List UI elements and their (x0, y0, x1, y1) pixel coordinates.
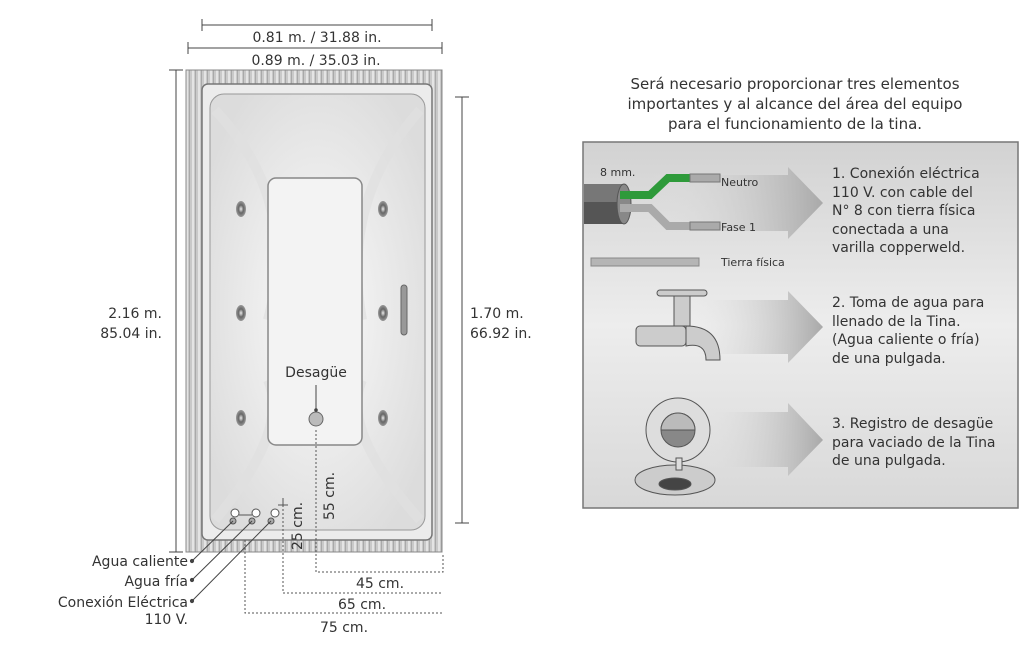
inner-length-dimension (455, 96, 469, 524)
arrows (650, 167, 823, 476)
panel-title-line: para el funcionamiento de la tina. (667, 115, 923, 133)
outer-width-label: 0.89 m. / 35.03 in. (251, 53, 380, 69)
cold-water-label: Agua fría (124, 574, 188, 590)
step-text: varilla copperweld. (832, 240, 966, 256)
step-text: (Agua caliente o fría) (832, 332, 980, 348)
dist-65-label: 65 cm. (338, 597, 386, 613)
step-text: 1. Conexión eléctrica (832, 166, 980, 182)
step-text: 3. Registro de desagüe (832, 416, 994, 432)
step-electrical: 1. Conexión eléctrica 110 V. con cable d… (832, 165, 980, 258)
jet-icon (236, 410, 246, 426)
panel-title: Será necesario proporcionar tres element… (590, 74, 1000, 134)
neutral-label: Neutro (721, 176, 759, 189)
drain-icon (308, 411, 324, 427)
drain-label: Desagüe (285, 365, 347, 381)
hot-water-label: Agua caliente (92, 554, 188, 570)
cable-icon (584, 173, 721, 267)
headrest-panel (267, 177, 363, 446)
ground-wire-icon (590, 257, 700, 267)
jet-icon (378, 201, 388, 217)
step-text: llenado de la Tina. (832, 313, 961, 330)
outer-width-dimension (187, 42, 443, 54)
step-text: N° 8 con tierra física (832, 203, 976, 219)
step-text: para vaciado de la Tina (832, 434, 996, 451)
outer-length-dimension (169, 69, 183, 553)
jet-icon (378, 410, 388, 426)
dist-55-label: 55 cm. (322, 472, 338, 520)
arrow-icon (700, 403, 823, 476)
inner-width-label: 0.81 m. / 31.88 in. (252, 30, 381, 46)
callout-leaders (189, 520, 272, 604)
jets (236, 201, 388, 426)
jet-icon (236, 201, 246, 217)
arrow-icon (690, 291, 823, 363)
step-drain: 3. Registro de desagüe para vaciado de l… (832, 415, 996, 471)
ground-label: Tierra física (720, 256, 785, 269)
cable-size-label: 8 mm. (600, 166, 635, 179)
arrow-icon (650, 167, 823, 239)
panel-title-line: Será necesario proporcionar tres element… (630, 75, 960, 93)
step-text: de una pulgada. (832, 350, 946, 367)
dist-25-label: 25 cm. (290, 502, 306, 550)
faucet-icon (635, 289, 721, 361)
electric-label: Conexión Eléctrica (58, 595, 188, 611)
inner-length-m: 1.70 m. (470, 306, 524, 322)
step-text: 2. Toma de agua para (832, 295, 985, 311)
electric-voltage-label: 110 V. (145, 612, 188, 628)
step-text: conectada a una (832, 221, 949, 238)
dist-75-label: 75 cm. (320, 620, 368, 636)
phase-label: Fase 1 (721, 221, 756, 234)
jet-icon (378, 305, 388, 321)
jet-icon (236, 305, 246, 321)
drain-register-icon (634, 397, 716, 496)
dist-45-label: 45 cm. (356, 576, 404, 592)
panel-title-line: importantes y al alcance del área del eq… (627, 95, 963, 113)
bathtub (185, 69, 443, 553)
step-water: 2. Toma de agua para llenado de la Tina.… (832, 294, 984, 368)
outer-length-m: 2.16 m. (108, 306, 162, 322)
distance-lines (244, 430, 444, 614)
step-text: de una pulgada. (832, 453, 946, 469)
inner-width-dimension (201, 19, 433, 31)
step-text: 110 V. con cable del (832, 184, 973, 201)
outer-length-in: 85.04 in. (100, 326, 162, 342)
inner-length-in: 66.92 in. (470, 326, 532, 342)
side-control-bar (400, 284, 408, 336)
